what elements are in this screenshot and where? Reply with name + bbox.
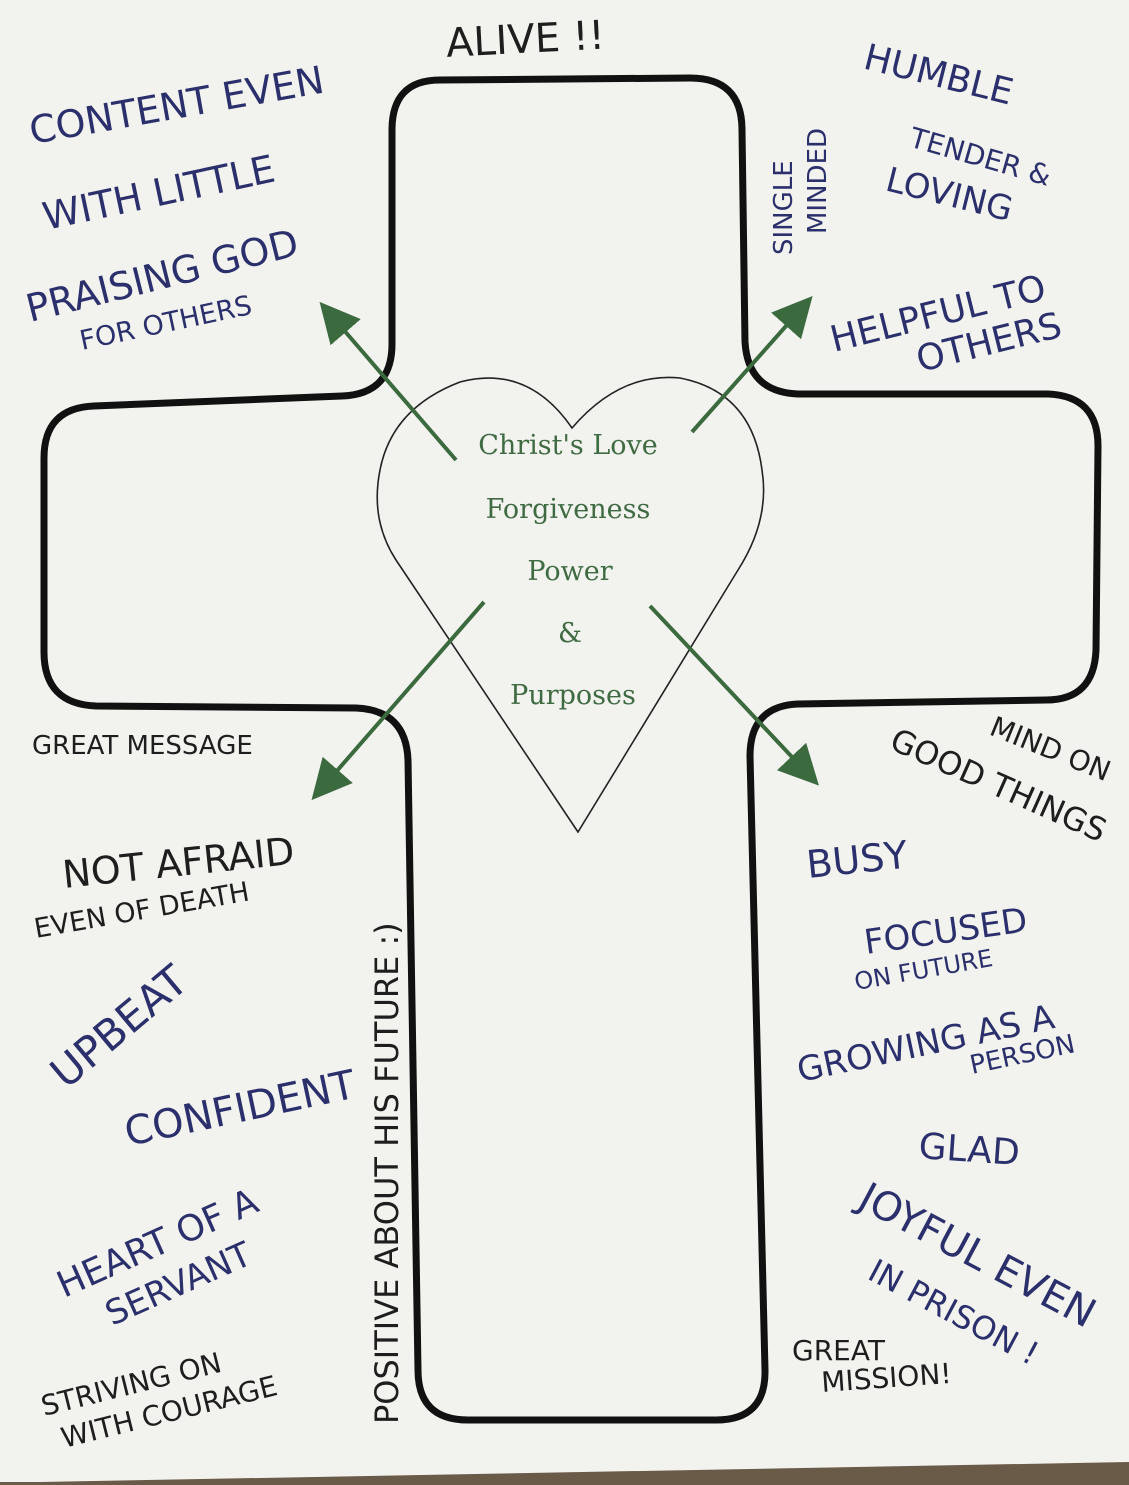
note-great-message: GREAT MESSAGE: [32, 731, 253, 761]
heart-line-ampersand: &: [558, 618, 582, 649]
arrow-up-right: [690, 296, 813, 434]
heart-outline: [376, 376, 765, 834]
arrow-down-right: [648, 604, 819, 786]
heart-line-forgiveness: Forgiveness: [486, 494, 651, 525]
note-positive-future: POSITIVE ABOUT HIS FUTURE :): [368, 922, 406, 1424]
note-busy: BUSY: [804, 833, 910, 887]
heart-line-power: Power: [527, 556, 612, 587]
note-single-1: SINGLE: [769, 160, 799, 255]
note-glad: GLAD: [917, 1126, 1021, 1174]
cross-outline: [40, 74, 1102, 1424]
heart-line-purposes: Purposes: [510, 680, 636, 711]
note-alive: ALIVE !!: [445, 13, 606, 67]
arrow-down-left: [311, 600, 486, 801]
heart-line-love: Christ's Love: [478, 430, 658, 461]
note-great-mission-1: GREAT: [792, 1334, 886, 1367]
arrow-up-left: [319, 301, 458, 462]
note-single-2: MINDED: [803, 128, 833, 234]
